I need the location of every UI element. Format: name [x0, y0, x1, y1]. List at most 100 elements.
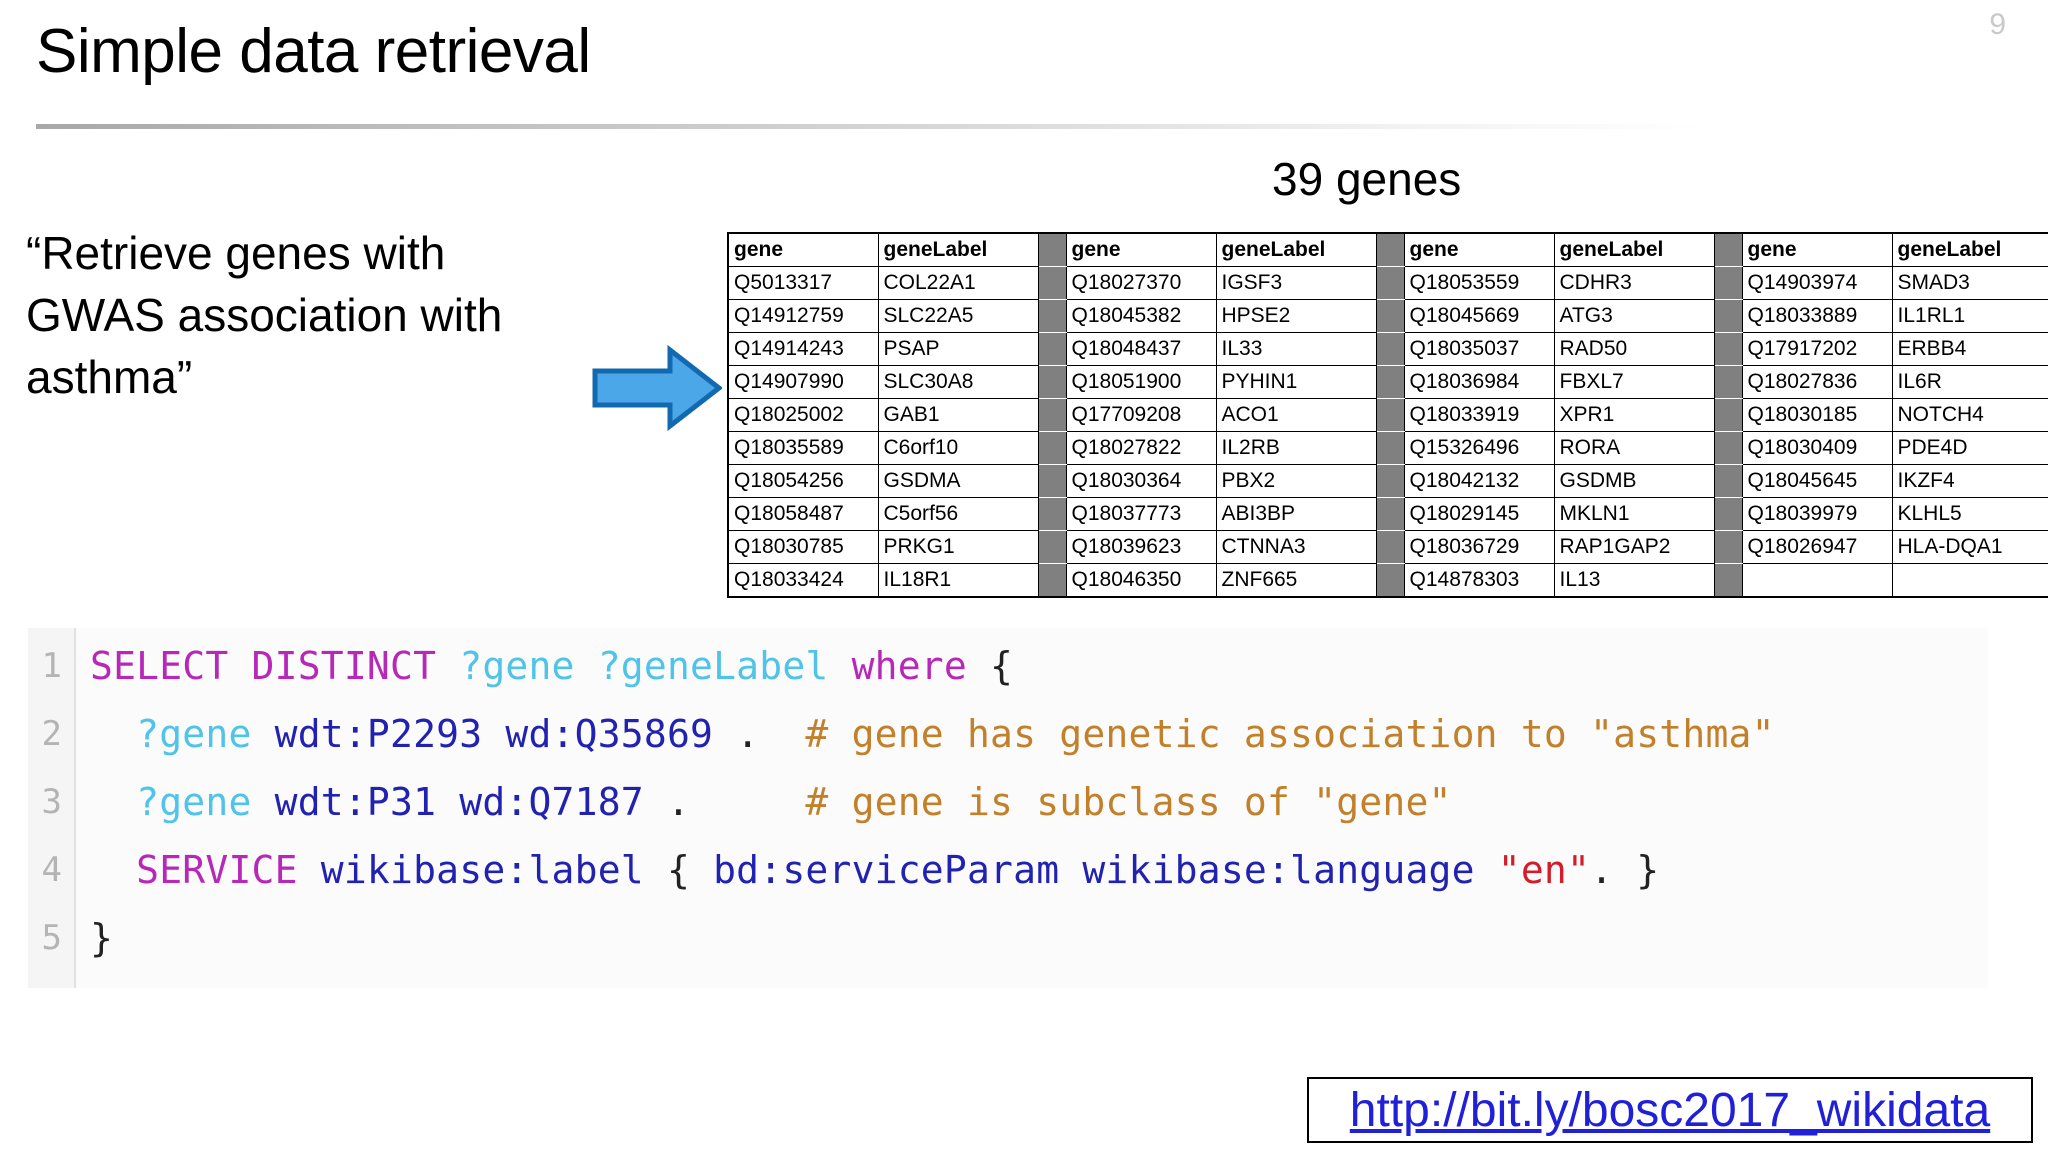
cell-gene-label: RAD50 [1553, 332, 1715, 366]
cell-gene-id: Q18045382 [1065, 299, 1217, 333]
code-token-var: ?gene [136, 712, 275, 756]
cell-gene-label: IGSF3 [1215, 266, 1377, 300]
cell-gene-label: KLHL5 [1891, 497, 2048, 531]
code-token-punct: { [990, 644, 1014, 688]
cell-gene-label: ABI3BP [1215, 497, 1377, 531]
code-token-comment: # gene is subclass of "gene" [805, 780, 1452, 824]
table-spacer-cell [1037, 431, 1067, 465]
code-token-str: "en" [1497, 848, 1591, 892]
table-spacer-cell [1037, 464, 1067, 498]
cell-gene-label: IL1RL1 [1891, 299, 2048, 333]
cell-gene-id: Q14914243 [727, 332, 879, 366]
code-token-var: ?gene ?geneLabel [459, 644, 852, 688]
cell-gene-id: Q18035589 [727, 431, 879, 465]
results-table-container: gene geneLabel gene geneLabel gene geneL… [727, 232, 2048, 598]
table-spacer-cell [1375, 332, 1405, 366]
code-token-pfx: wdt:P2293 wd:Q35869 [274, 712, 737, 756]
code-token-comment: # gene has genetic association to "asthm… [805, 712, 1775, 756]
table-spacer-cell [1037, 563, 1067, 598]
cell-gene-id: Q14903974 [1741, 266, 1893, 300]
table-spacer-cell [1713, 497, 1743, 531]
cell-gene-label: IL18R1 [877, 563, 1039, 598]
table-spacer-cell [1375, 497, 1405, 531]
cell-gene-label: PBX2 [1215, 464, 1377, 498]
cell-gene-id: Q18033889 [1741, 299, 1893, 333]
cell-gene-label: SMAD3 [1891, 266, 2048, 300]
cell-gene-id: Q18033919 [1403, 398, 1555, 432]
table-spacer-cell [1713, 431, 1743, 465]
column-header-gene: gene [1403, 232, 1555, 267]
right-arrow-icon [592, 344, 724, 432]
cell-gene-label: PRKG1 [877, 530, 1039, 564]
cell-gene-id: Q18045669 [1403, 299, 1555, 333]
cell-gene-id: Q18027370 [1065, 266, 1217, 300]
table-spacer-cell [1037, 266, 1067, 300]
cell-gene-id: Q18046350 [1065, 563, 1217, 598]
code-line-number: 2 [41, 714, 62, 754]
code-lines: SELECT DISTINCT ?gene ?geneLabel where {… [76, 628, 1988, 988]
table-spacer-cell [1713, 464, 1743, 498]
code-token-punct [90, 780, 136, 824]
code-line-number: 4 [41, 850, 62, 890]
cell-gene-id: Q18027822 [1065, 431, 1217, 465]
cell-gene-id: Q18033424 [727, 563, 879, 598]
presentation-link-box[interactable]: http://bit.ly/bosc2017_wikidata [1307, 1077, 2033, 1143]
code-token-punct [90, 848, 136, 892]
code-line: ?gene wdt:P2293 wd:Q35869 . # gene has g… [90, 700, 1988, 768]
table-spacer-cell [1037, 530, 1067, 564]
table-spacer-cell [1713, 332, 1743, 366]
cell-gene-id: Q18054256 [727, 464, 879, 498]
cell-gene-label: IL2RB [1215, 431, 1377, 465]
cell-gene-label: IL13 [1553, 563, 1715, 598]
code-token-pfx: wikibase:label [320, 848, 667, 892]
column-header-genelabel: geneLabel [1553, 232, 1715, 267]
table-spacer-cell [1037, 497, 1067, 531]
cell-gene-id [1741, 563, 1893, 598]
table-spacer-cell [1037, 299, 1067, 333]
cell-gene-id: Q18042132 [1403, 464, 1555, 498]
query-description-quote: “Retrieve genes with GWAS association wi… [26, 227, 503, 403]
table-spacer-cell [1375, 563, 1405, 598]
cell-gene-label: ERBB4 [1891, 332, 2048, 366]
code-token-kw: SERVICE [136, 848, 321, 892]
cell-gene-label: GSDMA [877, 464, 1039, 498]
code-line: SELECT DISTINCT ?gene ?geneLabel where { [90, 632, 1988, 700]
column-header-genelabel: geneLabel [1891, 232, 2048, 267]
code-line-number: 1 [41, 646, 62, 686]
cell-gene-id: Q18039979 [1741, 497, 1893, 531]
cell-gene-id: Q14878303 [1403, 563, 1555, 598]
code-token-kw: SELECT DISTINCT [90, 644, 460, 688]
table-spacer-cell [1713, 398, 1743, 432]
presentation-link[interactable]: http://bit.ly/bosc2017_wikidata [1349, 1083, 1991, 1137]
cell-gene-id: Q18045645 [1741, 464, 1893, 498]
cell-gene-label: PDE4D [1891, 431, 2048, 465]
code-line: ?gene wdt:P31 wd:Q7187 . # gene is subcl… [90, 768, 1988, 836]
cell-gene-label: HLA-DQA1 [1891, 530, 2048, 564]
cell-gene-label: PSAP [877, 332, 1039, 366]
code-token-pfx: bd:serviceParam wikibase:language [713, 848, 1498, 892]
cell-gene-id: Q18026947 [1741, 530, 1893, 564]
code-token-var: ?gene [136, 780, 275, 824]
cell-gene-label: GSDMB [1553, 464, 1715, 498]
results-table: gene geneLabel gene geneLabel gene geneL… [727, 232, 2048, 598]
cell-gene-label: IL33 [1215, 332, 1377, 366]
cell-gene-id: Q18030185 [1741, 398, 1893, 432]
cell-gene-id: Q18030785 [727, 530, 879, 564]
cell-gene-id: Q18035037 [1403, 332, 1555, 366]
cell-gene-id: Q18037773 [1065, 497, 1217, 531]
cell-gene-id: Q14912759 [727, 299, 879, 333]
cell-gene-label: ACO1 [1215, 398, 1377, 432]
results-count-label: 39 genes [1272, 153, 1462, 205]
table-spacer-cell [1713, 365, 1743, 399]
cell-gene-id: Q18029145 [1403, 497, 1555, 531]
cell-gene-id: Q18039623 [1065, 530, 1217, 564]
cell-gene-label: MKLN1 [1553, 497, 1715, 531]
